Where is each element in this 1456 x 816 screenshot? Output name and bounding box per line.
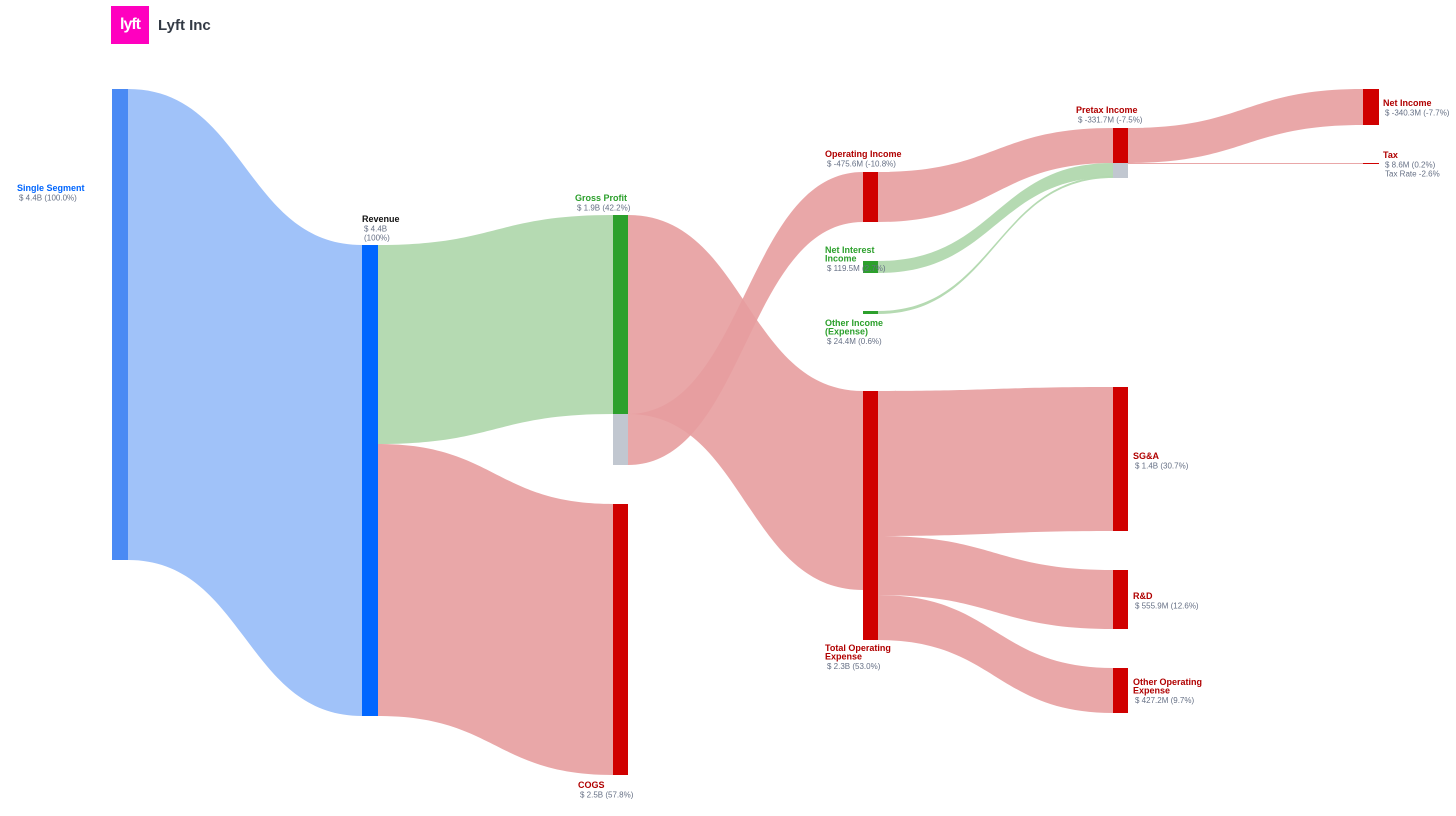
label-other-income: Other Income(Expense)$ 24.4M (0.6%) xyxy=(825,318,883,346)
label-revenue: Revenue$ 4.4B(100%) xyxy=(362,214,400,243)
label-net-income: Net Income$ -340.3M (-7.7%) xyxy=(1383,98,1450,118)
lyft-logo: lyft xyxy=(111,6,149,44)
header: lyft Lyft Inc xyxy=(111,6,211,44)
node-revenue xyxy=(362,245,378,716)
label-value-operating-income: $ -475.6M (-10.8%) xyxy=(827,160,896,169)
node-operating-income xyxy=(863,172,878,222)
label-name-pretax: Pretax Income xyxy=(1076,105,1138,115)
label-extra-tax: Tax Rate -2.6% xyxy=(1385,170,1440,179)
label-value-rnd: $ 555.9M (12.6%) xyxy=(1135,602,1199,611)
link-net_interest-to-pretax xyxy=(878,163,1113,273)
label-value-total-opex: $ 2.3B (53.0%) xyxy=(827,662,881,671)
label-name-other-income: Other Income xyxy=(825,318,883,328)
label-cogs: COGS$ 2.5B (57.8%) xyxy=(578,780,634,800)
label-name-segment: Single Segment xyxy=(17,183,85,193)
label-name-net-income: Net Income xyxy=(1383,98,1432,108)
link-operating_income-to-pretax xyxy=(878,128,1113,222)
label-sga: SG&A$ 1.4B (30.7%) xyxy=(1133,451,1189,471)
company-name: Lyft Inc xyxy=(158,16,211,34)
label-value-revenue: $ 4.4B xyxy=(364,225,387,234)
label-gross-profit: Gross Profit$ 1.9B (42.2%) xyxy=(575,193,631,213)
node-pretax xyxy=(1113,128,1128,163)
node-sga xyxy=(1113,387,1128,531)
label-value-tax: $ 8.6M (0.2%) xyxy=(1385,161,1436,170)
links-layer xyxy=(128,89,1363,775)
labels-layer: Single Segment$ 4.4B (100.0%)Revenue$ 4.… xyxy=(17,98,1450,800)
node-cogs xyxy=(613,504,628,775)
label-value-pretax: $ -331.7M (-7.5%) xyxy=(1078,116,1143,125)
label-value-net-income: $ -340.3M (-7.7%) xyxy=(1385,109,1450,118)
gross-profit-offset-bar xyxy=(613,414,628,465)
label-name-rnd: R&D xyxy=(1133,591,1153,601)
link-segment-to-revenue xyxy=(128,89,362,716)
link-total_opex-to-other_opex xyxy=(878,595,1113,713)
link-gross_profit-to-total_opex xyxy=(628,215,863,590)
label-name-other-income: (Expense) xyxy=(825,327,868,337)
node-rnd xyxy=(1113,570,1128,629)
label-name-other-opex: Other Operating xyxy=(1133,677,1202,687)
label-name-gross-profit: Gross Profit xyxy=(575,193,627,203)
label-name-tax: Tax xyxy=(1383,150,1398,160)
label-value-other-income: $ 24.4M (0.6%) xyxy=(827,337,882,346)
node-gross-profit xyxy=(613,215,628,414)
label-name-net-interest: Income xyxy=(825,254,857,264)
label-name-total-opex: Expense xyxy=(825,652,862,662)
logo-text: lyft xyxy=(120,16,141,33)
label-pct-revenue: (100%) xyxy=(364,234,390,243)
node-other-opex xyxy=(1113,668,1128,713)
node-net-income xyxy=(1363,89,1379,125)
label-name-total-opex: Total Operating xyxy=(825,643,891,653)
label-rnd: R&D$ 555.9M (12.6%) xyxy=(1133,591,1199,611)
link-operating_income-to-total_opex xyxy=(628,172,863,465)
label-pretax: Pretax Income$ -331.7M (-7.5%) xyxy=(1076,105,1143,125)
label-name-sga: SG&A xyxy=(1133,451,1160,461)
link-other_income-to-pretax xyxy=(878,176,1113,314)
node-tax xyxy=(1363,163,1379,164)
node-total-opex xyxy=(863,391,878,640)
link-pretax-to-net_income xyxy=(1128,89,1363,163)
label-name-other-opex: Expense xyxy=(1133,686,1170,696)
label-value-segment: $ 4.4B (100.0%) xyxy=(19,194,77,203)
node-other-income xyxy=(863,311,878,314)
label-value-other-opex: $ 427.2M (9.7%) xyxy=(1135,696,1194,705)
label-operating-income: Operating Income$ -475.6M (-10.8%) xyxy=(825,149,902,169)
link-revenue-to-gross_profit xyxy=(378,215,613,444)
label-name-cogs: COGS xyxy=(578,780,605,790)
label-value-gross-profit: $ 1.9B (42.2%) xyxy=(577,204,631,213)
link-total_opex-to-sga xyxy=(878,387,1113,536)
label-segment: Single Segment$ 4.4B (100.0%) xyxy=(17,183,85,203)
link-revenue-to-cogs xyxy=(378,444,613,775)
label-value-cogs: $ 2.5B (57.8%) xyxy=(580,791,634,800)
link-tax-to-pretax xyxy=(1128,163,1363,164)
label-name-net-interest: Net Interest xyxy=(825,245,875,255)
label-value-net-interest: $ 119.5M (2.7%) xyxy=(827,264,886,273)
label-name-operating-income: Operating Income xyxy=(825,149,902,159)
link-total_opex-to-rnd xyxy=(878,536,1113,629)
node-net-interest xyxy=(863,261,878,273)
label-name-revenue: Revenue xyxy=(362,214,400,224)
node-segment xyxy=(112,89,128,560)
label-tax: Tax$ 8.6M (0.2%)Tax Rate -2.6% xyxy=(1383,150,1440,179)
label-value-sga: $ 1.4B (30.7%) xyxy=(1135,462,1189,471)
nodes-layer xyxy=(112,89,1379,775)
pretax-offset-bar xyxy=(1113,163,1128,178)
